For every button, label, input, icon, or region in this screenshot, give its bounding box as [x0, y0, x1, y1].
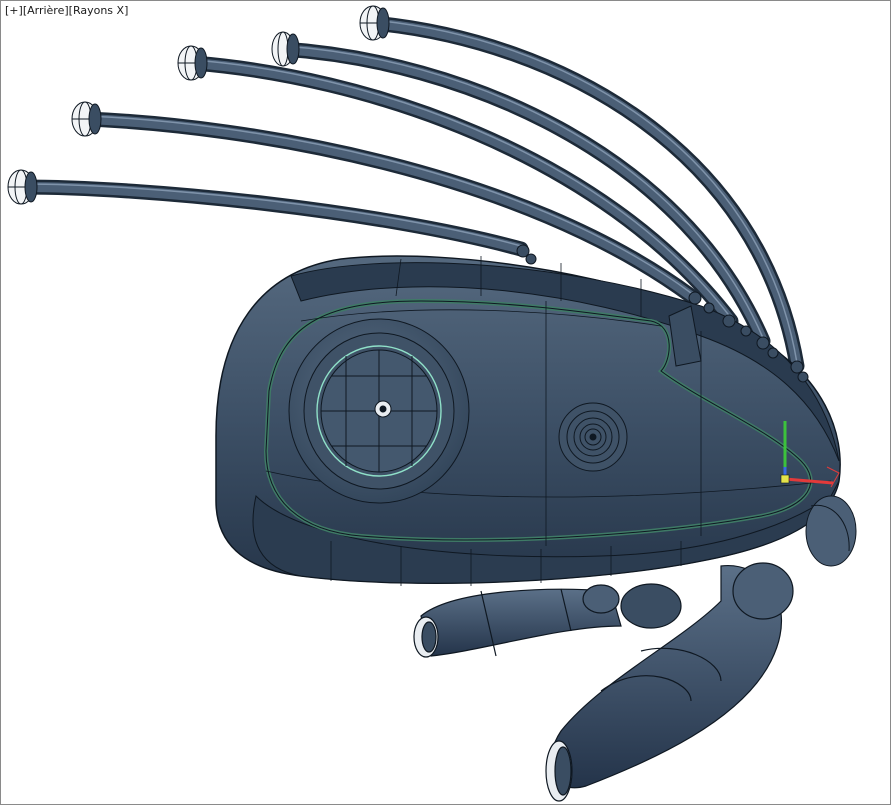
antenna-group[interactable] [13, 15, 805, 374]
antenna-tip-2 [71, 101, 102, 137]
antenna-2[interactable] [79, 111, 699, 304]
antenna-bases [516, 244, 809, 383]
viewport-plus-menu[interactable]: [+] [5, 4, 23, 17]
antenna-tip-4 [271, 31, 300, 67]
antenna-tips [7, 5, 390, 205]
antenna-tip-3 [177, 45, 208, 81]
rear-disc[interactable] [288, 318, 470, 504]
gizmo-x-axis[interactable] [784, 477, 834, 485]
antenna-1[interactable] [13, 179, 529, 257]
antenna-tip-5 [359, 5, 390, 41]
lower-arm-right[interactable] [545, 562, 794, 802]
transform-gizmo[interactable] [780, 421, 840, 488]
speaker-port[interactable] [558, 402, 628, 472]
gizmo-center-handle[interactable] [780, 474, 790, 484]
lower-arm-left[interactable] [413, 584, 622, 658]
antenna-3[interactable] [185, 55, 739, 329]
gizmo-x-plane[interactable] [826, 466, 840, 488]
viewport-label-menu[interactable]: [+][Arrière][Rayons X] [5, 4, 128, 17]
antenna-4[interactable] [275, 41, 771, 349]
body-wireframe [265, 256, 832, 586]
antenna-tip-1 [7, 169, 38, 205]
viewport-view-menu[interactable]: [Arrière] [22, 4, 69, 17]
viewport-shading-menu[interactable]: [Rayons X] [68, 4, 129, 17]
antenna-5[interactable] [365, 15, 805, 374]
end-cap[interactable] [805, 495, 857, 567]
